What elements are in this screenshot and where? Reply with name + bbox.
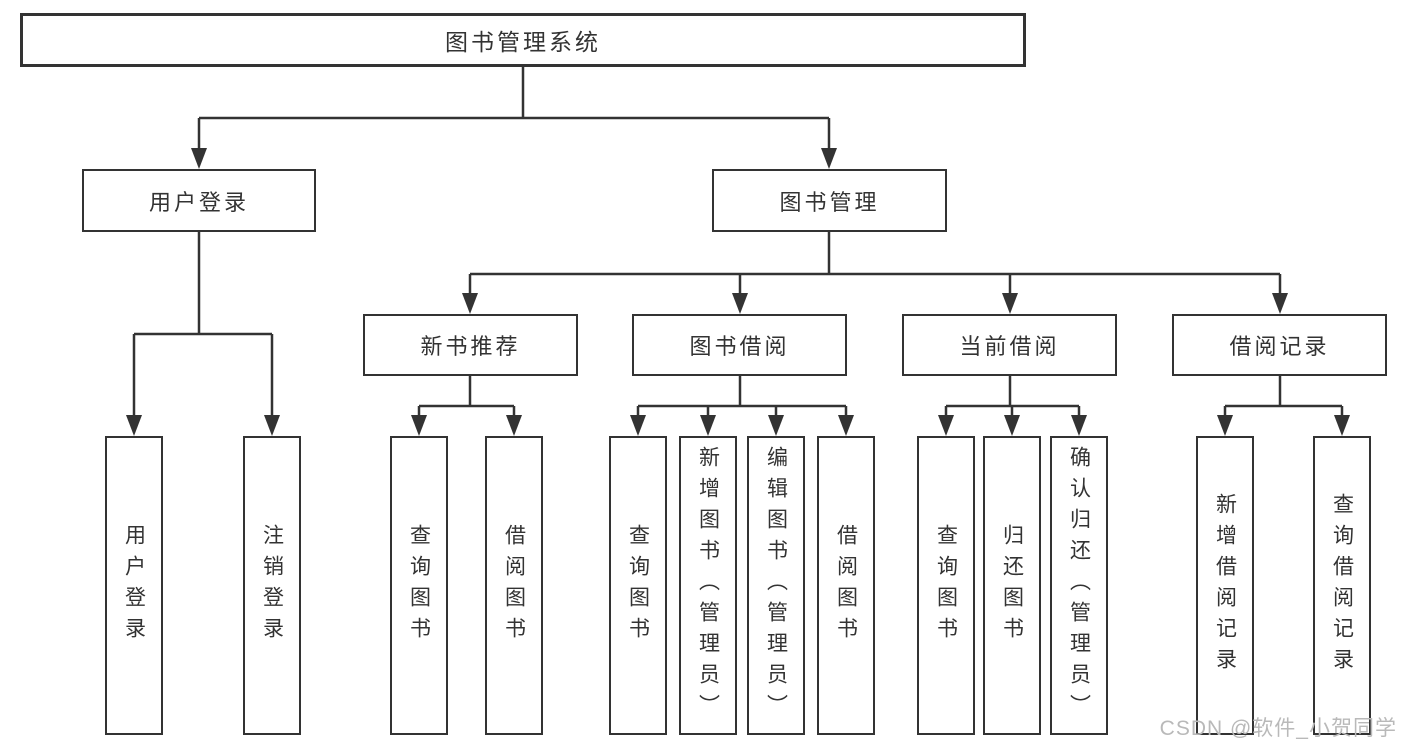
- node-br-query-borrow-record: 查询借阅记录: [1313, 436, 1371, 735]
- node-label: 借阅图书: [502, 523, 526, 648]
- edge-bookmgmt-to-level3: [468, 232, 1282, 297]
- node-user-login: 用户登录: [82, 169, 316, 232]
- edge-currentborrow-to-leaves: [944, 376, 1081, 420]
- node-bb-edit-books-admin: 编辑图书（管理员）: [747, 436, 805, 735]
- node-label: 注销登录: [260, 523, 284, 648]
- node-cb-return-books: 归还图书: [983, 436, 1041, 735]
- node-leaf-user-login: 用户登录: [105, 436, 163, 735]
- node-borrowing-records: 借阅记录: [1172, 314, 1387, 376]
- node-label: 查询图书: [407, 523, 431, 648]
- node-label: 借阅图书: [834, 523, 858, 648]
- node-label: 用户登录: [122, 523, 146, 648]
- edge-userlogin-to-leaves: [132, 232, 274, 420]
- node-label: 确认归还（管理员）: [1067, 446, 1091, 725]
- node-library-management-system: 图书管理系统: [20, 13, 1026, 67]
- node-bb-add-books-admin: 新增图书（管理员）: [679, 436, 737, 735]
- node-br-add-borrow-record: 新增借阅记录: [1196, 436, 1254, 735]
- node-leaf-logout: 注销登录: [243, 436, 301, 735]
- edge-bookborrow-to-leaves: [636, 376, 848, 420]
- node-label: 查询图书: [934, 523, 958, 648]
- arrowheads: [126, 148, 1350, 436]
- node-book-management: 图书管理: [712, 169, 947, 232]
- node-label: 查询借阅记录: [1330, 492, 1354, 679]
- node-label: 新增图书（管理员）: [696, 446, 720, 725]
- node-book-borrowing: 图书借阅: [632, 314, 847, 376]
- csdn-watermark: CSDN @软件_小贺同学: [1159, 717, 1397, 740]
- node-label: 编辑图书（管理员）: [764, 446, 788, 725]
- node-nbr-query-books: 查询图书: [390, 436, 448, 735]
- node-label: 新增借阅记录: [1213, 492, 1237, 679]
- node-current-borrowing: 当前借阅: [902, 314, 1117, 376]
- edge-borrowrecord-to-leaves: [1223, 376, 1344, 420]
- edge-root-to-level2: [197, 67, 831, 151]
- node-label: 归还图书: [1000, 523, 1024, 648]
- node-bb-borrow-books: 借阅图书: [817, 436, 875, 735]
- node-new-book-recommendation: 新书推荐: [363, 314, 578, 376]
- node-cb-confirm-return-admin: 确认归还（管理员）: [1050, 436, 1108, 735]
- node-nbr-borrow-books: 借阅图书: [485, 436, 543, 735]
- node-label: 查询图书: [626, 523, 650, 648]
- node-bb-query-books: 查询图书: [609, 436, 667, 735]
- edge-newbookrec-to-leaves: [417, 376, 516, 420]
- node-cb-query-books: 查询图书: [917, 436, 975, 735]
